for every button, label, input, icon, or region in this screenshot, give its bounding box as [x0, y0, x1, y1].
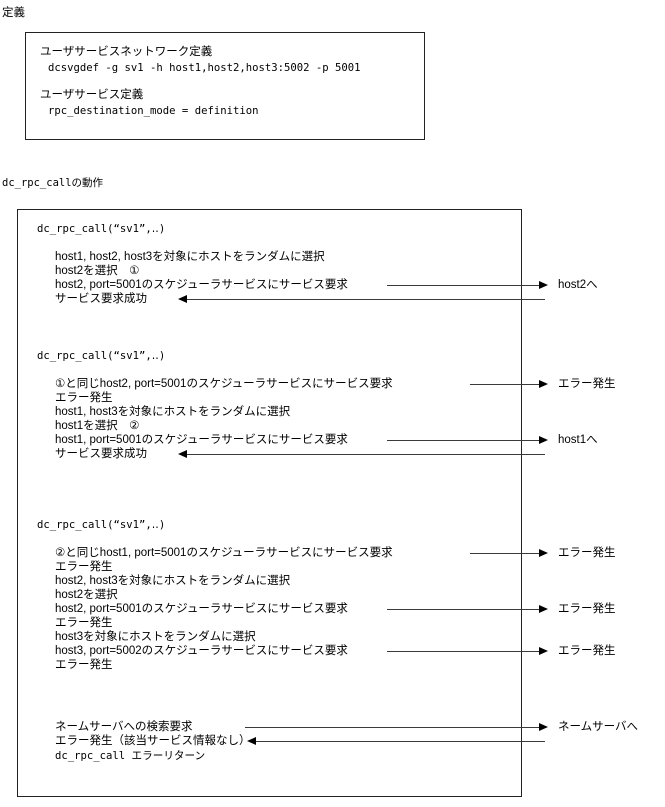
arrow-error-2	[470, 549, 548, 557]
arrow-to-host1	[387, 436, 548, 444]
call-2-line-5: エラー発生	[55, 617, 113, 629]
call-1-line-4: host1, port=5001のスケジューラサービスにサービス要求	[55, 434, 348, 446]
call-1-line-2: host1, host3を対象にホストをランダムに選択	[55, 406, 291, 418]
arrow-label-host2: host2へ	[558, 279, 598, 291]
call-2-line-6: host3を対象にホストをランダムに選択	[55, 631, 256, 643]
call-0-line-2: host2, port=5001のスケジューラサービスにサービス要求	[55, 279, 348, 291]
call-1-line-5: サービス要求成功	[55, 448, 147, 460]
arrow-label-nameserver: ネームサーバへ	[558, 721, 639, 733]
definition-box	[25, 32, 425, 140]
call-0-line-1: host2を選択 ①	[55, 265, 140, 277]
arrow-error-3	[387, 605, 548, 613]
definition-group-1-title: ユーザサービス定義	[40, 89, 144, 101]
arrow-label-error-2: エラー発生	[558, 547, 616, 559]
call-1-line-3: host1を選択 ②	[55, 420, 140, 432]
call-2-line-2: host2, host3を対象にホストをランダムに選択	[55, 575, 291, 587]
definition-heading: 定義	[2, 7, 25, 19]
call-3-line-0: ネームサーバへの検索要求	[55, 721, 193, 733]
arrow-label-error-3: エラー発生	[558, 603, 616, 615]
call-3-line-2: dc_rpc_call エラーリターン	[55, 750, 206, 762]
operation-heading: dc_rpc_callの動作	[2, 177, 104, 189]
definition-group-0-title: ユーザサービスネットワーク定義	[40, 46, 213, 58]
call-1-header: dc_rpc_call(“sv1”,‥)	[37, 350, 166, 362]
call-1-line-0: ①と同じhost2, port=5001のスケジューラサービスにサービス要求	[55, 378, 393, 390]
operation-box	[17, 209, 522, 797]
arrow-to-host2	[387, 281, 548, 289]
arrow-return-nameserver	[247, 737, 545, 745]
arrow-label-host1: host1へ	[558, 434, 598, 446]
definition-group-0-body: dcsvgdef -g sv1 -h host1,host2,host3:500…	[48, 62, 361, 74]
call-2-line-0: ②と同じhost1, port=5001のスケジューラサービスにサービス要求	[55, 547, 393, 559]
arrow-return-host1	[178, 450, 545, 458]
arrow-to-nameserver	[245, 723, 548, 731]
call-2-header: dc_rpc_call(“sv1”,‥)	[37, 519, 166, 531]
call-2-line-1: エラー発生	[55, 561, 113, 573]
call-2-line-8: エラー発生	[55, 659, 113, 671]
arrow-label-error-4: エラー発生	[558, 645, 616, 657]
definition-group-1-body: rpc_destination_mode = definition	[48, 105, 259, 117]
arrow-return-host2	[178, 295, 545, 303]
call-2-line-4: host2, port=5001のスケジューラサービスにサービス要求	[55, 603, 348, 615]
arrow-error-4	[387, 647, 548, 655]
arrow-label-error-1: エラー発生	[558, 378, 616, 390]
call-0-line-3: サービス要求成功	[55, 293, 147, 305]
call-1-line-1: エラー発生	[55, 392, 113, 404]
call-2-line-7: host3, port=5002のスケジューラサービスにサービス要求	[55, 645, 348, 657]
call-2-line-3: host2を選択	[55, 589, 118, 601]
call-3-line-1: エラー発生（該当サービス情報なし）	[55, 735, 251, 747]
call-0-header: dc_rpc_call(“sv1”,‥)	[37, 223, 166, 235]
arrow-error-1	[470, 380, 548, 388]
call-0-line-0: host1, host2, host3を対象にホストをランダムに選択	[55, 251, 325, 263]
